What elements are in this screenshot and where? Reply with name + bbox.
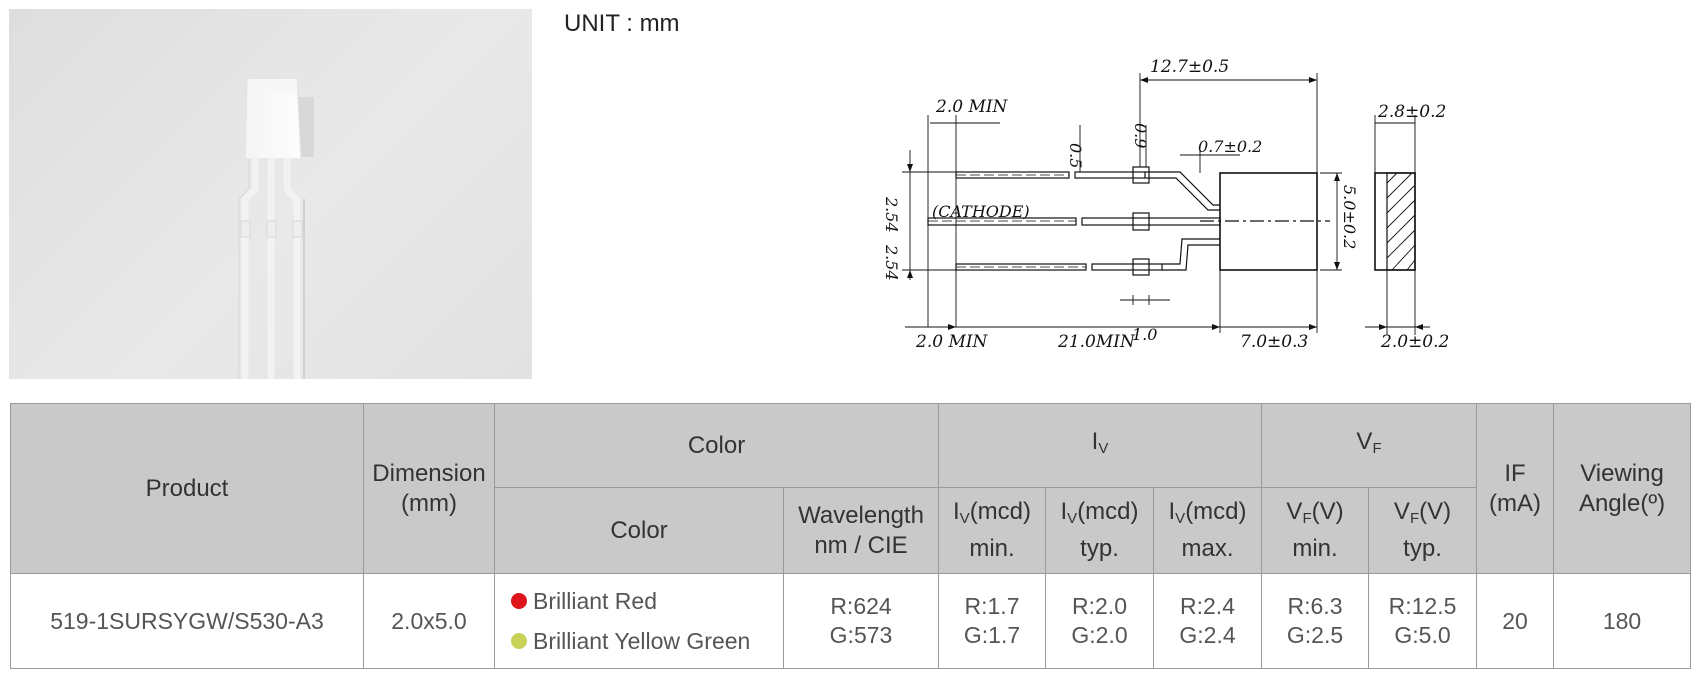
table-row: 519-1SURSYGW/S530-A3 2.0x5.0 Brilliant R… [10,573,1692,669]
dim-side-width: 2.8±0.2 [1377,102,1446,122]
dim-lead-thickness: 0.5 [1066,143,1085,168]
header-viewing-angle: Viewing Angle(º) [1553,403,1692,574]
dim-body-height: 5.0±0.2 [1340,185,1359,249]
cathode-label: (CATHODE) [932,202,1030,221]
unit-label: UNIT : mm [564,10,680,37]
dim-body-length: 7.0±0.3 [1240,332,1308,352]
header-vf-group: VF [1261,403,1478,488]
dim-lead-length: 21.0MIN [1057,332,1136,352]
color-item-red: Brilliant Red [511,581,779,621]
spec-table: Product Dimension (mm) Color IV VF IF (m… [10,403,1692,669]
header-iv-max: IV(mcd) max. [1153,487,1263,574]
led-image [238,78,314,379]
dim-lead-width: 0.9 [1131,123,1150,148]
header-wavelength: Wavelength nm / CIE [782,487,940,574]
header-vf-typ: VF(V) typ. [1368,487,1478,574]
color-item-yellow-green: Brilliant Yellow Green [511,621,779,661]
header-vf-min: VF(V) min. [1261,487,1370,574]
cell-dimension: 2.0x5.0 [363,573,495,669]
red-dot-icon [511,593,527,609]
header-dimension: Dimension (mm) [363,403,495,574]
dim-shoulder: 1.0 [1132,325,1157,344]
dim-side-thickness: 2.0±0.2 [1380,332,1449,352]
cell-product: 519-1SURSYGW/S530-A3 [10,573,364,669]
cell-vf-typ: R:12.5 G:5.0 [1368,573,1478,669]
header-product: Product [10,403,364,574]
cell-iv-typ: R:2.0 G:2.0 [1045,573,1155,669]
cell-colors: Brilliant Red Brilliant Yellow Green [494,573,784,669]
header-iv-group: IV [938,403,1263,488]
cell-vf-min: R:6.3 G:2.5 [1261,573,1370,669]
dimension-drawing: 12.7±0.5 2.0 MIN 0.5 0.9 0.7±0.2 2.54 2.… [882,57,1449,352]
cell-wavelength: R:624 G:573 [782,573,940,669]
dim-top-length: 12.7±0.5 [1150,57,1229,77]
dim-lead-min-top: 2.0 MIN [935,97,1009,117]
header-color-group: Color [493,403,940,488]
dim-lead-min-bottom: 2.0 MIN [915,332,989,352]
cell-iv-max: R:2.4 G:2.4 [1153,573,1263,669]
dim-standoff: 0.7±0.2 [1198,137,1262,156]
header-if: IF (mA) [1476,403,1555,574]
dim-pitch-2: 2.54 [882,244,901,281]
product-photo [9,9,532,379]
cell-viewing-angle: 180 [1553,573,1692,669]
cell-iv-min: R:1.7 G:1.7 [938,573,1047,669]
header-color: Color [494,487,784,574]
yellow-green-dot-icon [511,633,527,649]
header-iv-min: IV(mcd) min. [938,487,1047,574]
header-iv-typ: IV(mcd) typ. [1045,487,1155,574]
cell-if: 20 [1476,573,1555,669]
dim-pitch-1: 2.54 [882,196,901,233]
